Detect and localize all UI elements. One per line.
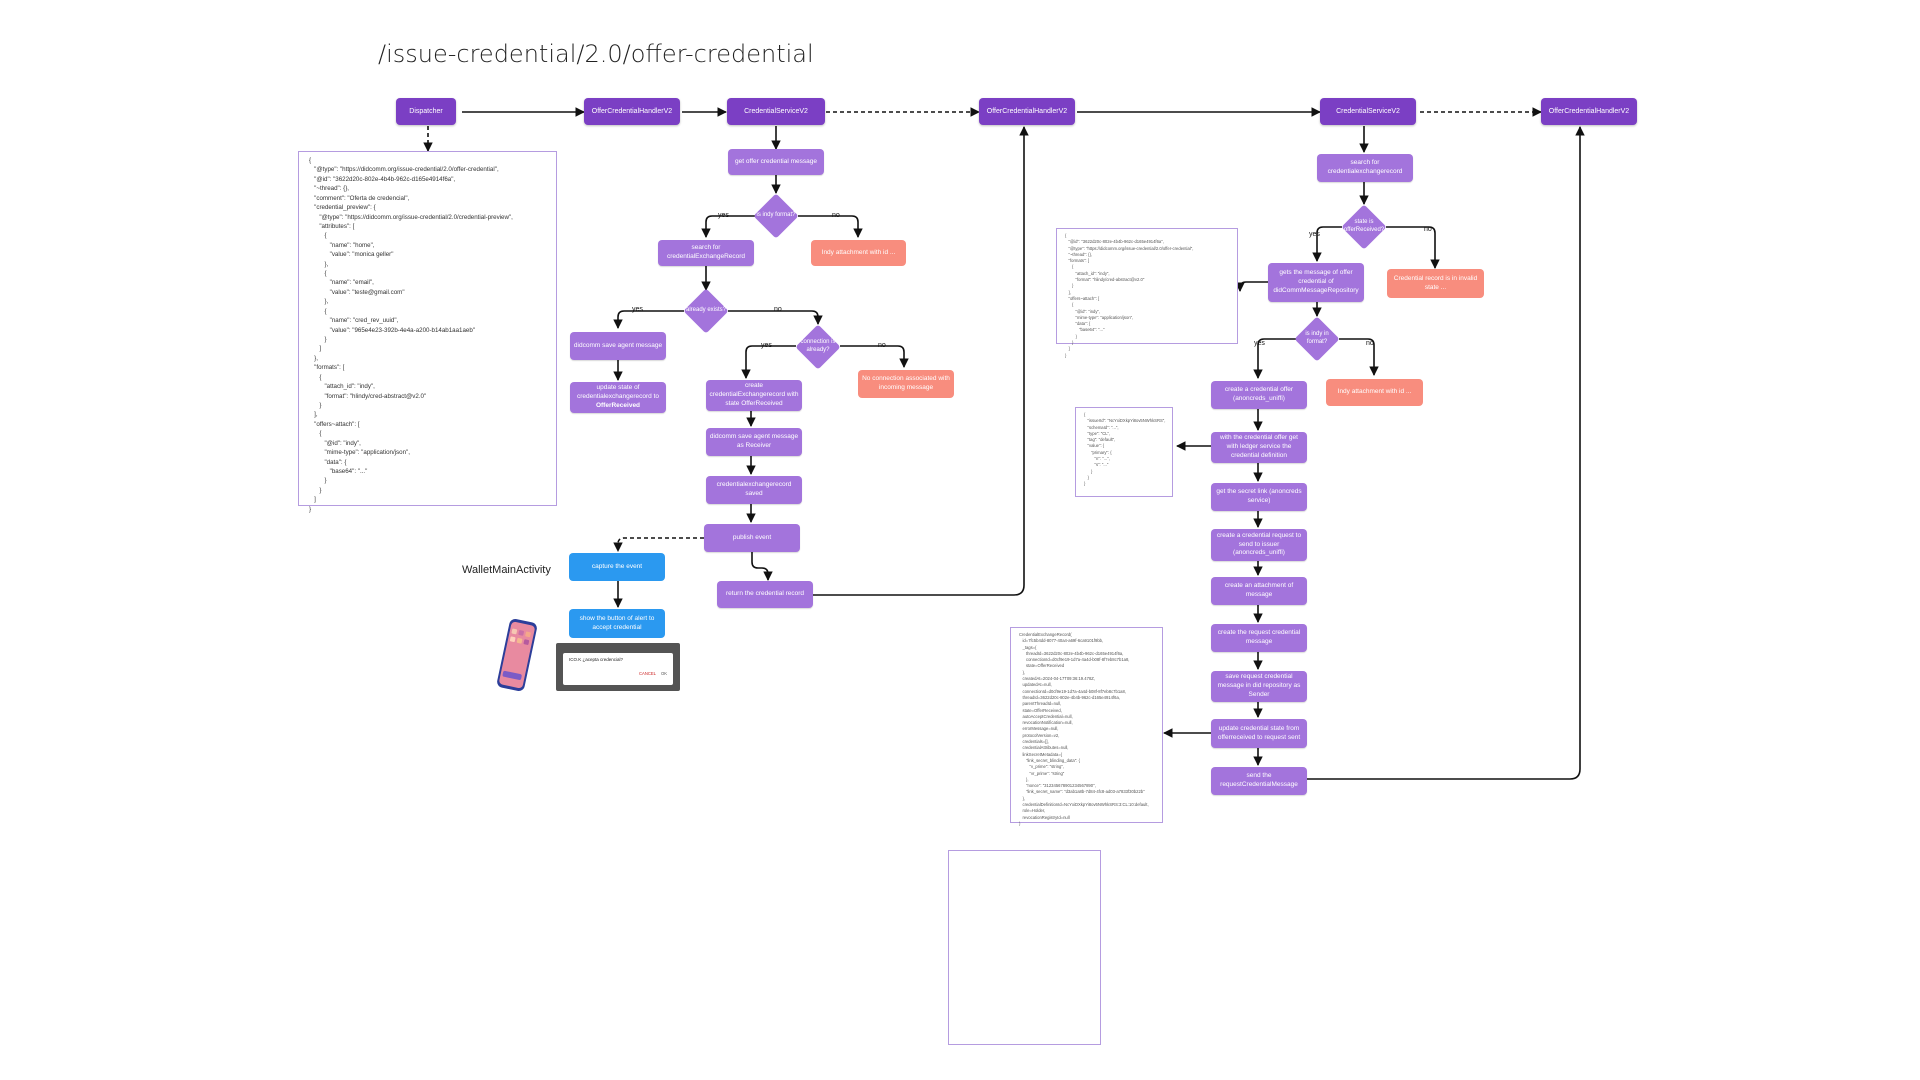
invalid-state-error[interactable]: Credential record is in invalid state ..… — [1387, 269, 1484, 298]
create-record-step[interactable]: create credentialExchangerecord with sta… — [706, 380, 802, 411]
offer-handler-node-3[interactable]: OfferCredentialHandlerV2 — [1541, 98, 1637, 125]
credential-service-node-2[interactable]: CredentialServiceV2 — [1320, 98, 1416, 125]
indy-attachment-error[interactable]: Indy attachment with id ... — [811, 240, 906, 266]
create-request-step[interactable]: create a credential request to send to i… — [1211, 529, 1307, 561]
yes-label-1: yes — [718, 212, 729, 219]
save-as-receiver-step[interactable]: didcomm save agent message as Receiver — [706, 428, 802, 456]
alert-text: ICO.K ¿acepta credencial? — [569, 657, 624, 662]
save-agent-message-step[interactable]: didcomm save agent message — [570, 332, 666, 360]
alert-ok-button[interactable]: OK — [661, 671, 668, 676]
search-record-step[interactable]: search for credentialExchangeRecord — [658, 240, 754, 266]
page-title: /issue-credential/2.0/offer-credential — [378, 40, 814, 68]
message-json-document: { "@id": "3622d20c-802e-4b4b-962c-d165e4… — [1056, 228, 1238, 358]
capture-event-step[interactable]: capture the event — [569, 553, 665, 581]
no-connection-error[interactable]: No connection associated with incoming m… — [858, 370, 954, 398]
send-request-step[interactable]: send the requestCredentialMessage — [1211, 767, 1307, 795]
indy-attachment-error-2[interactable]: Indy attachment with id ... — [1326, 379, 1423, 406]
phone-icon — [497, 618, 537, 692]
create-request-msg-step[interactable]: create the request credential message — [1211, 624, 1307, 652]
offer-json-document: { "@type": "https://didcomm.org/issue-cr… — [298, 151, 557, 513]
connection-exists-decision[interactable]: connection is already? — [795, 324, 841, 370]
empty-document — [948, 850, 1101, 1045]
no-label-4: no — [1424, 226, 1432, 233]
yes-label-2: yes — [632, 306, 643, 313]
yes-label-4: yes — [1309, 231, 1320, 238]
yes-label-3: yes — [761, 342, 772, 349]
state-is-decision[interactable]: state is offerReceived? — [1341, 204, 1387, 250]
create-offer-step[interactable]: create a credential offer (anoncreds_uni… — [1211, 381, 1307, 409]
update-state-bold: OfferReceived — [595, 401, 641, 409]
update-state-step[interactable]: update state of credentialexchangerecord… — [570, 382, 666, 413]
with-offer-step[interactable]: with the credential offer get with ledge… — [1211, 432, 1307, 463]
is-indy-format-decision[interactable]: is indy in format? — [1294, 316, 1340, 362]
create-attachment-step[interactable]: create an attachment of message — [1211, 577, 1307, 605]
record-json-text: CredentialExchangeRecord( id=7fc5b4dd-80… — [1019, 632, 1149, 826]
no-label-1: no — [832, 212, 840, 219]
no-label-2: no — [774, 306, 782, 313]
show-button-step[interactable]: show the button of alert to accept crede… — [569, 609, 665, 638]
no-label-5: no — [1366, 340, 1374, 347]
publish-event-step[interactable]: publish event — [704, 524, 800, 552]
yes-label-5: yes — [1254, 340, 1265, 347]
no-label-3: no — [878, 342, 886, 349]
get-secret-step[interactable]: get the secret link (anoncreds service) — [1211, 483, 1307, 511]
credential-service-node-1[interactable]: CredentialServiceV2 — [727, 98, 825, 125]
record-saved-step[interactable]: credentialexchangerecord saved — [706, 476, 802, 504]
record-json-document: CredentialExchangeRecord( id=7fc5b4dd-80… — [1010, 627, 1163, 826]
update-state-step-2[interactable]: update credential state from offerreceiv… — [1211, 719, 1307, 748]
gets-message-step[interactable]: gets the message of offer credential of … — [1268, 263, 1364, 302]
alert-dialog: ICO.K ¿acepta credencial? CANCEL OK — [563, 653, 673, 685]
message-json-text: { "@id": "3622d20c-802e-4b4b-962c-d165e4… — [1065, 233, 1194, 358]
return-record-step[interactable]: return the credential record — [717, 581, 813, 608]
dispatcher-node[interactable]: Dispatcher — [396, 98, 456, 125]
search-record-step-2[interactable]: search for credentialexchangerecord — [1317, 154, 1413, 182]
get-offer-step[interactable]: get offer credential message — [728, 149, 824, 175]
offer-handler-node-1[interactable]: OfferCredentialHandlerV2 — [584, 98, 680, 125]
save-request-step[interactable]: save request credential message in did r… — [1211, 671, 1307, 702]
wallet-main-activity-label: WalletMainActivity — [462, 564, 551, 576]
offer-handler-node-2[interactable]: OfferCredentialHandlerV2 — [979, 98, 1075, 125]
update-state-text: update state of credentialexchangerecord… — [576, 384, 660, 401]
is-indy-decision[interactable]: is indy format? — [753, 193, 799, 239]
creddef-json-document: { "issuerId": "NcYxiDXkpYi8ov5NWhkSRS", … — [1075, 407, 1173, 497]
alert-cancel-button[interactable]: CANCEL — [639, 671, 656, 676]
creddef-json-text: { "issuerId": "NcYxiDXkpYi8ov5NWhkSRS", … — [1084, 412, 1166, 487]
alert-screenshot: ICO.K ¿acepta credencial? CANCEL OK — [556, 643, 680, 691]
already-exists-decision[interactable]: already exists? — [683, 288, 729, 334]
offer-json-text: { "@type": "https://didcomm.org/issue-cr… — [309, 157, 513, 513]
